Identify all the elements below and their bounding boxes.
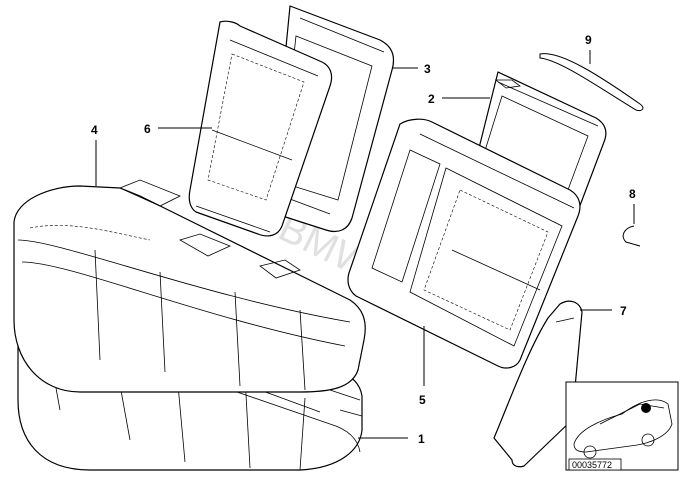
- callout-3: 3: [424, 62, 431, 76]
- callout-5: 5: [419, 393, 426, 407]
- callout-9: 9: [585, 33, 592, 47]
- vehicle-location-inset: 00035772: [565, 381, 679, 471]
- callout-6: 6: [144, 122, 151, 136]
- reference-number: 00035772: [572, 460, 612, 470]
- callout-4: 4: [91, 123, 98, 137]
- part-6-backrest-cover-left: [188, 20, 333, 237]
- part-7-side-panel: [493, 300, 583, 468]
- part-9-wire: [539, 53, 644, 111]
- callout-8: 8: [629, 187, 636, 201]
- part-4-seat-cover: [13, 179, 366, 393]
- callout-2: 2: [428, 92, 435, 106]
- callout-7: 7: [620, 304, 627, 318]
- part-5-backrest-right: [347, 118, 581, 369]
- part-8-clip: [622, 225, 641, 247]
- callout-1: 1: [418, 432, 425, 446]
